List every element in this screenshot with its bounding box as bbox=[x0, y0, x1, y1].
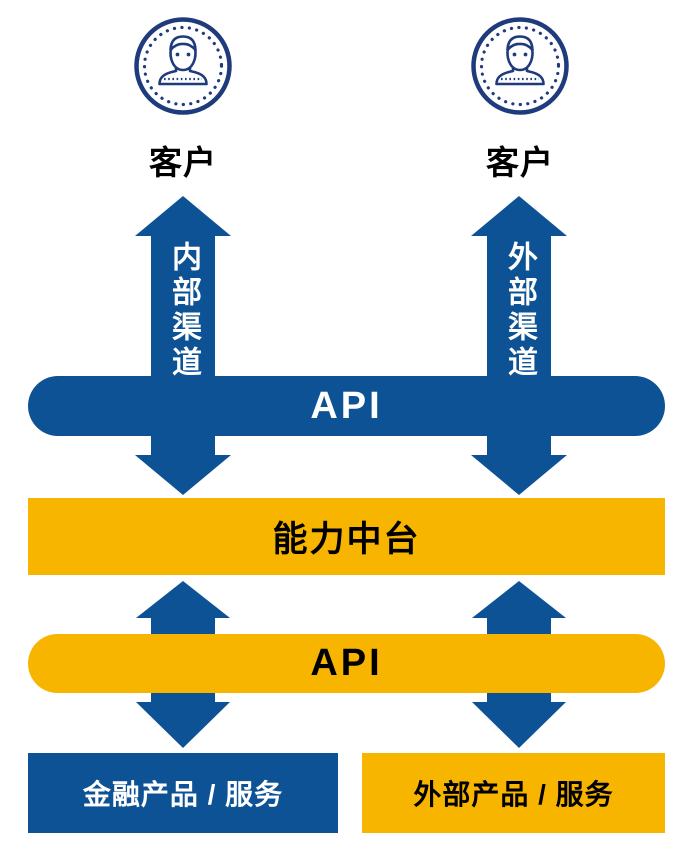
up-arrowhead-icon bbox=[135, 196, 231, 236]
up-arrowhead-icon bbox=[471, 196, 567, 236]
api-bottom-pill: API bbox=[28, 634, 665, 693]
down-arrowhead-icon bbox=[472, 702, 566, 748]
down-arrowhead-icon bbox=[471, 455, 567, 495]
internal-channel-label: 内部渠道 bbox=[167, 241, 200, 381]
external-products-box: 外部产品 / 服务 bbox=[362, 753, 665, 833]
user-avatar-icon bbox=[134, 17, 232, 115]
financial-products-box: 金融产品 / 服务 bbox=[28, 753, 338, 833]
capability-platform-band: 能力中台 bbox=[28, 498, 665, 575]
up-arrowhead-icon bbox=[136, 581, 230, 618]
down-arrowhead-icon bbox=[136, 702, 230, 748]
customer-label: 客户 bbox=[486, 144, 554, 181]
up-arrowhead-icon bbox=[472, 581, 566, 618]
down-arrowhead-icon bbox=[135, 455, 231, 495]
user-avatar-icon bbox=[471, 17, 569, 115]
api-top-pill: API bbox=[28, 376, 665, 436]
external-channel-label: 外部渠道 bbox=[503, 241, 536, 381]
customer-label: 客户 bbox=[149, 144, 217, 181]
